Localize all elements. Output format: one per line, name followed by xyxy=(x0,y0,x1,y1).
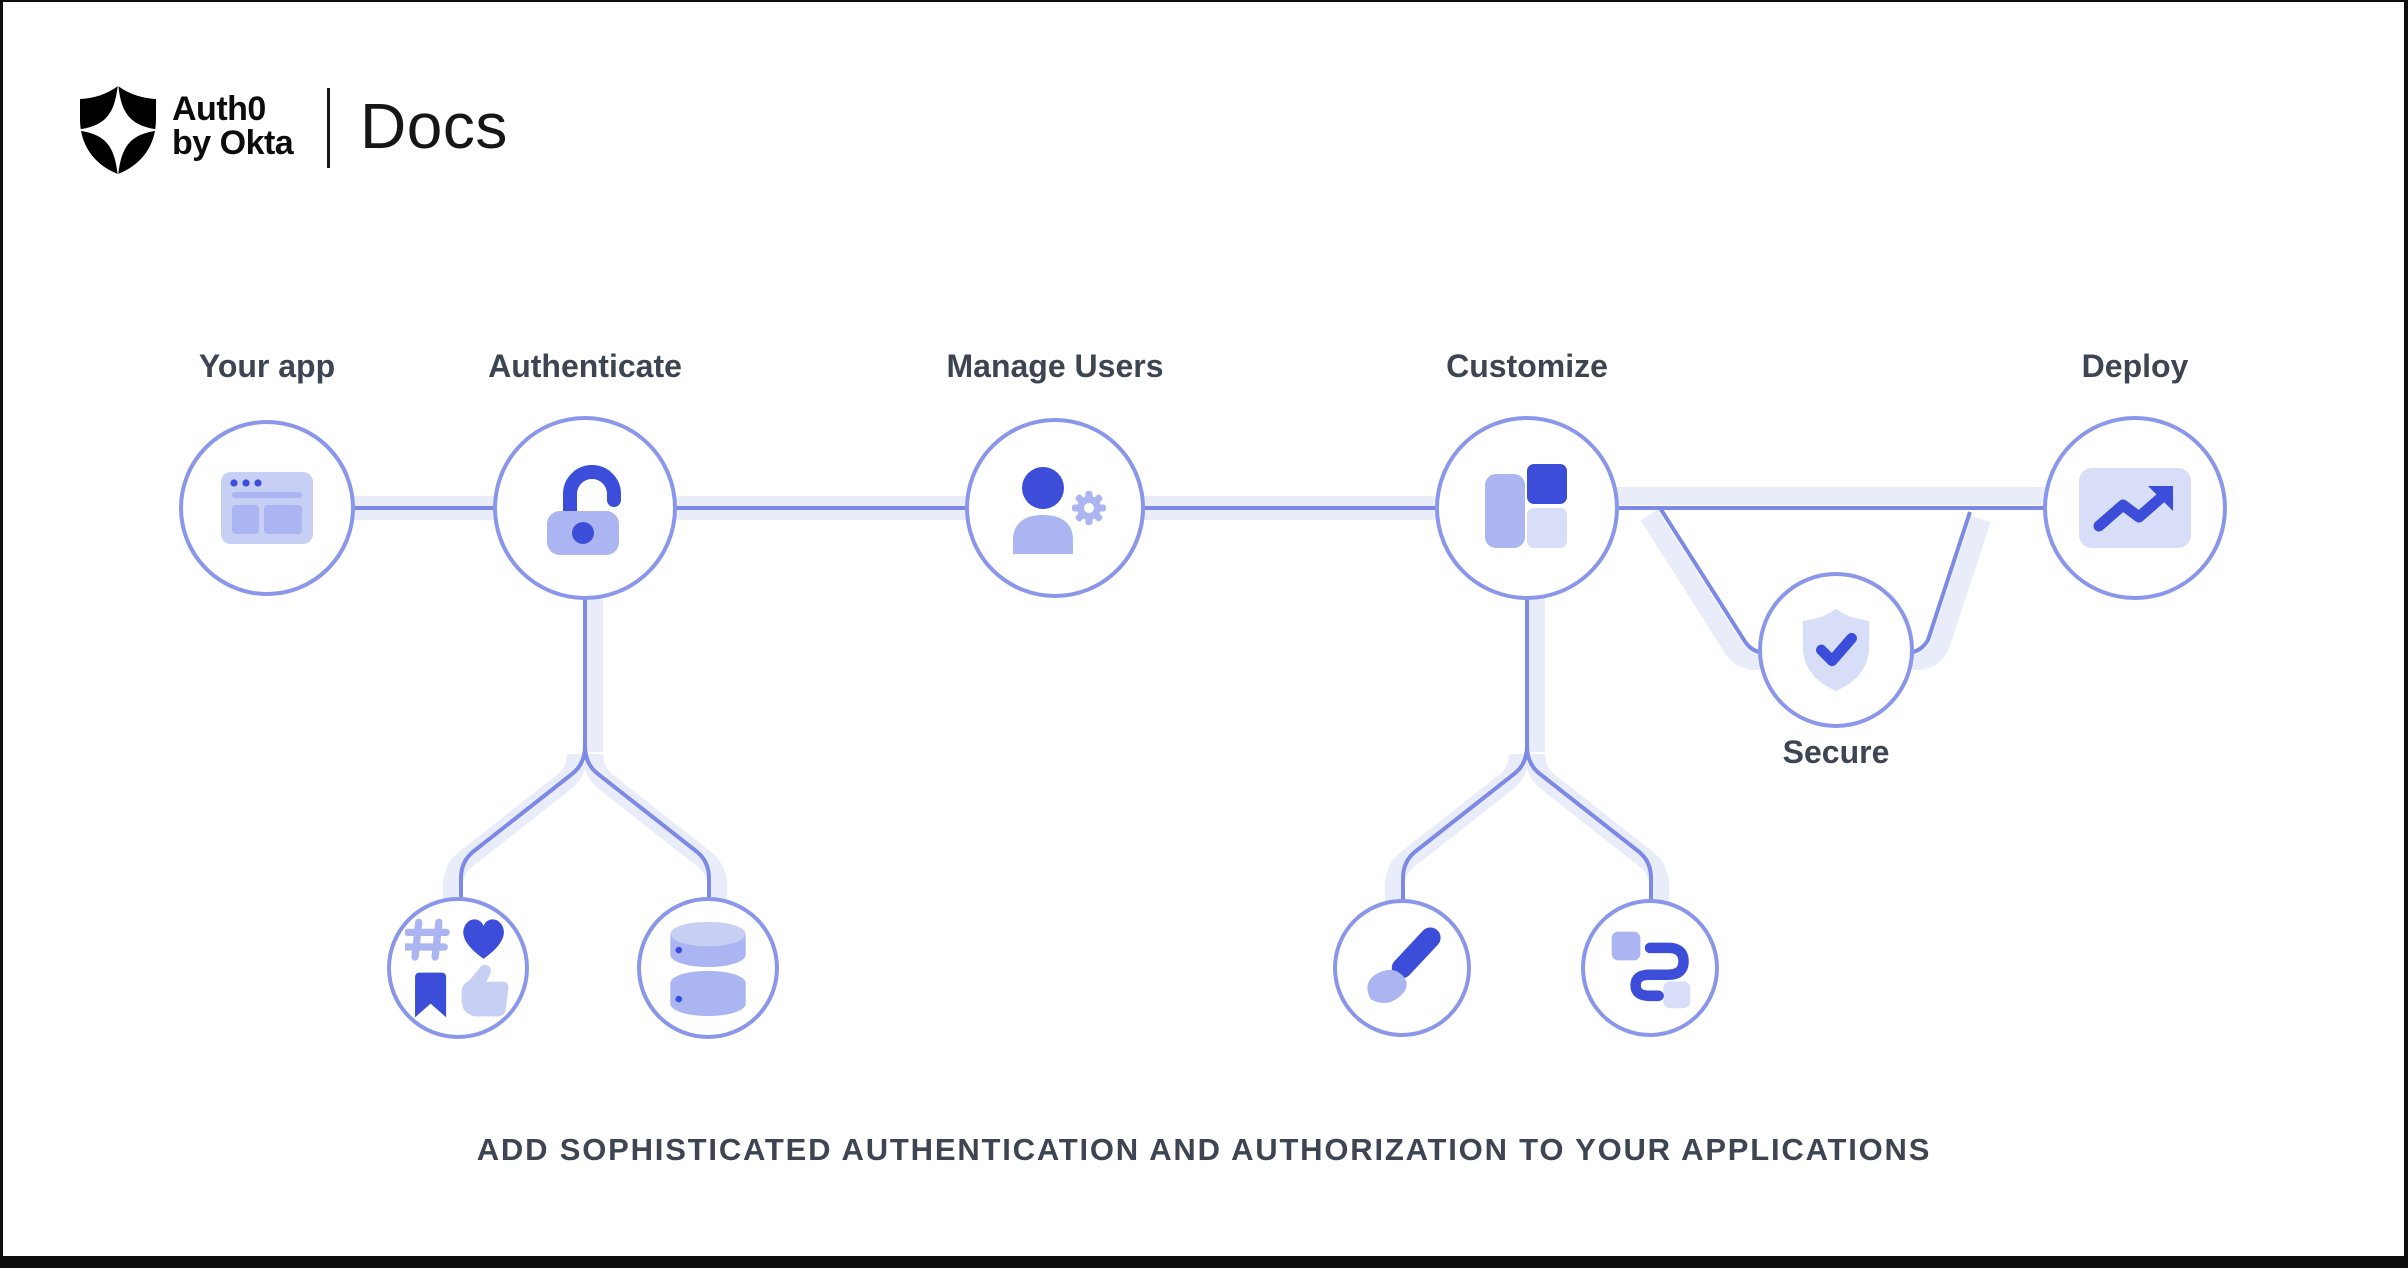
node-your-app[interactable] xyxy=(179,420,355,596)
node-branding[interactable] xyxy=(1333,899,1471,1037)
node-label-deploy: Deploy xyxy=(2081,348,2189,384)
caption: ADD SOPHISTICATED AUTHENTICATION AND AUT… xyxy=(476,1132,1932,1167)
social-engagement-icon xyxy=(405,918,509,1018)
auth0-shield-icon xyxy=(78,86,158,174)
band-customize-left xyxy=(1385,753,1529,902)
trend-up-chart-icon xyxy=(2079,468,2191,548)
user-gear-icon xyxy=(1013,467,1106,554)
node-authenticate[interactable] xyxy=(493,416,677,600)
node-database[interactable] xyxy=(637,897,779,1039)
band-dip-right xyxy=(1906,515,1991,670)
wire-customize-right xyxy=(1525,745,1653,902)
auth0-logo[interactable]: Auth0 by Okta xyxy=(78,86,294,174)
node-label-your-app: Your app xyxy=(198,348,336,384)
band-auth-left xyxy=(443,753,587,902)
layout-blocks-icon xyxy=(1485,464,1567,548)
brand-line-1: Auth0 xyxy=(172,90,266,128)
brand-line-2: by Okta xyxy=(172,124,294,162)
band-auth-right xyxy=(583,753,727,902)
unlock-icon xyxy=(547,465,621,555)
node-label-authenticate: Authenticate xyxy=(488,348,682,384)
node-deploy[interactable] xyxy=(2043,416,2227,600)
node-label-customize: Customize xyxy=(1446,348,1608,384)
band-dip-left xyxy=(1640,509,1780,670)
paintbrush-icon xyxy=(1367,927,1441,1004)
node-manage-users[interactable] xyxy=(965,418,1145,598)
node-social-login[interactable] xyxy=(387,897,529,1039)
wire-auth-left xyxy=(459,745,587,902)
product-title[interactable]: Docs xyxy=(360,90,508,162)
node-label-secure: Secure xyxy=(1782,734,1890,770)
database-icon xyxy=(670,921,746,1017)
wire-customize-left xyxy=(1401,745,1529,902)
wire-auth-right xyxy=(583,745,711,902)
band-customize-right xyxy=(1525,753,1669,902)
shield-check-icon xyxy=(1802,609,1870,691)
node-customize[interactable] xyxy=(1435,416,1619,600)
node-label-manage-users: Manage Users xyxy=(946,348,1164,384)
node-workflow[interactable] xyxy=(1581,899,1719,1037)
brand-text: Auth0 by Okta xyxy=(172,90,294,162)
node-secure[interactable] xyxy=(1758,572,1914,728)
logo-divider xyxy=(327,88,330,168)
workflow-path-icon xyxy=(1611,931,1691,1009)
browser-window-icon xyxy=(221,472,313,544)
